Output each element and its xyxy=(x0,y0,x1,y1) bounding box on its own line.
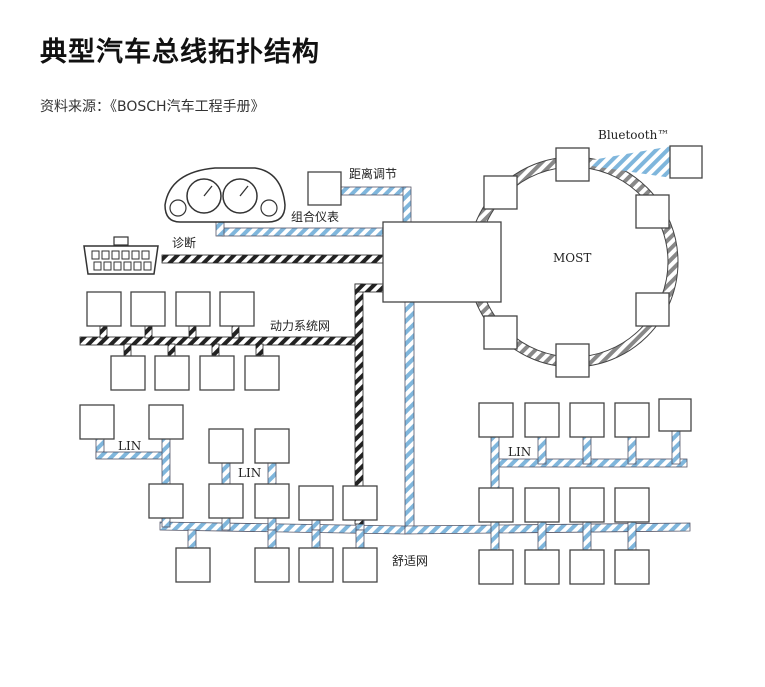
powertrain-label: 动力系统网 xyxy=(270,319,330,333)
left-lin-ecus xyxy=(79,404,184,519)
right-lin-ecus xyxy=(478,398,692,438)
powertrain-lower-ecus xyxy=(110,355,280,391)
middle-lin-ecus xyxy=(208,428,290,464)
most-label: MOST xyxy=(553,251,591,265)
diagnosis-label: 诊断 xyxy=(172,235,196,250)
comfort-mid-ecus xyxy=(208,483,378,521)
lin-label-left: LIN xyxy=(118,439,141,453)
comfort-label: 舒适网 xyxy=(392,554,428,568)
bluetooth-label: Bluetooth™ xyxy=(598,128,669,142)
central-gateway-box xyxy=(382,221,502,303)
source-note: 资料来源：《BOSCH汽车工程手册》 xyxy=(40,99,265,115)
powertrain-bus xyxy=(79,283,386,525)
distance-control-box xyxy=(307,171,342,206)
instrument-cluster-icon xyxy=(164,167,286,223)
lin-label-right: LIN xyxy=(508,445,531,459)
bluetooth-wave-icon xyxy=(592,146,672,178)
powertrain-upper-ecus xyxy=(86,291,255,327)
most-nodes xyxy=(483,145,703,378)
distance-label: 距离调节 xyxy=(349,166,397,181)
comfort-right-bottom-ecus xyxy=(478,549,650,585)
lin-label-middle: LIN xyxy=(238,466,261,480)
obd-connector-icon xyxy=(83,236,159,275)
cluster-label: 组合仪表 xyxy=(291,209,339,224)
comfort-bottom-left-ecus xyxy=(175,547,378,583)
page-title: 典型汽车总线拓扑结构 xyxy=(40,37,320,68)
comfort-right-mid-ecus xyxy=(478,487,650,523)
comfort-bus xyxy=(95,186,691,551)
diagnosis-bus xyxy=(161,254,385,264)
